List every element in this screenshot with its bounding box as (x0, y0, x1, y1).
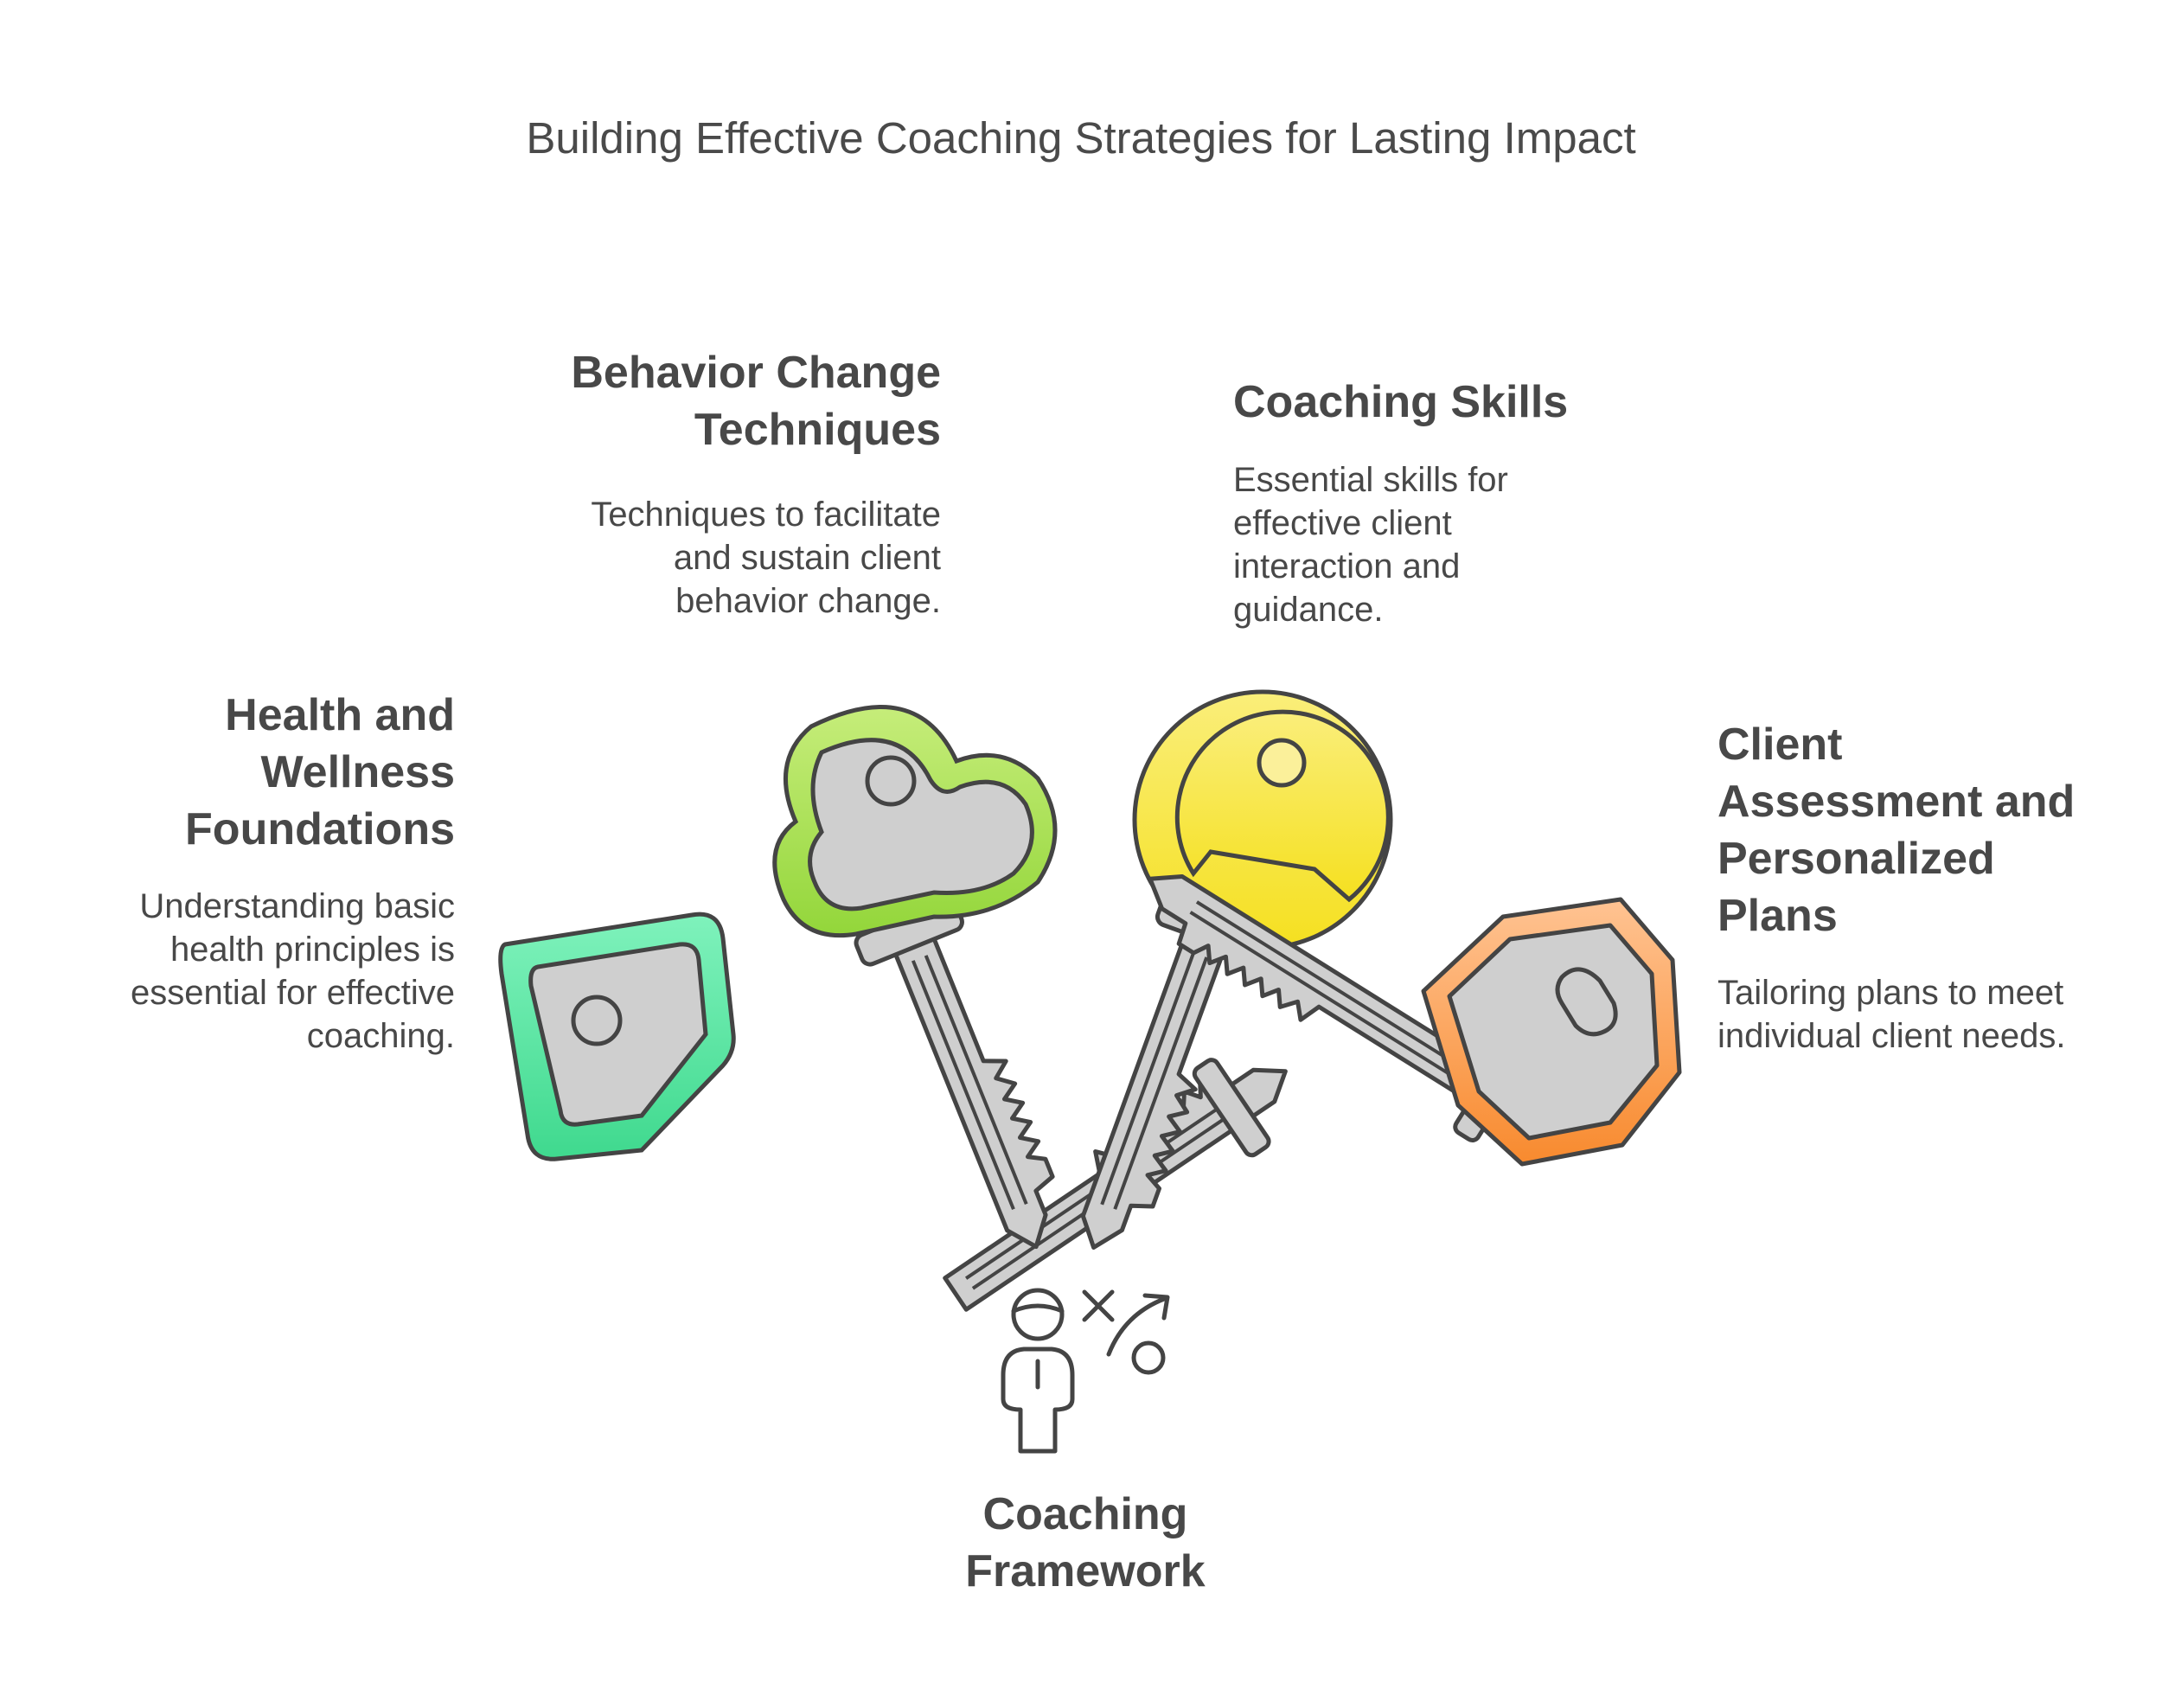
yellow-round-key-head (1132, 689, 1393, 950)
coach-strategy-icon (1001, 1288, 1170, 1454)
client-assessment-heading: Client Assessment and Personalized Plans (1717, 720, 2076, 941)
behavior-change-description: Techniques to facilitate and sustain cli… (591, 496, 941, 620)
green-square-key-head (498, 912, 736, 1161)
coaching-framework-label: Coaching Framework (965, 1489, 1206, 1596)
behavior-change-heading: Behavior Change Techniques (571, 348, 941, 455)
diagram-title: Building Effective Coaching Strategies f… (526, 113, 1636, 163)
health-wellness-description: Understanding basic health principles is… (130, 887, 455, 1055)
client-assessment-description: Tailoring plans to meet individual clien… (1717, 974, 2066, 1055)
coaching-skills-description: Essential skills for effective client in… (1233, 461, 1508, 629)
lime-cloud-key-head (772, 705, 1058, 938)
health-wellness-heading: Health and Wellness Foundations (185, 690, 455, 854)
orange-hexagon-key-head (1421, 897, 1682, 1167)
coaching-skills-heading: Coaching Skills (1233, 377, 1569, 427)
